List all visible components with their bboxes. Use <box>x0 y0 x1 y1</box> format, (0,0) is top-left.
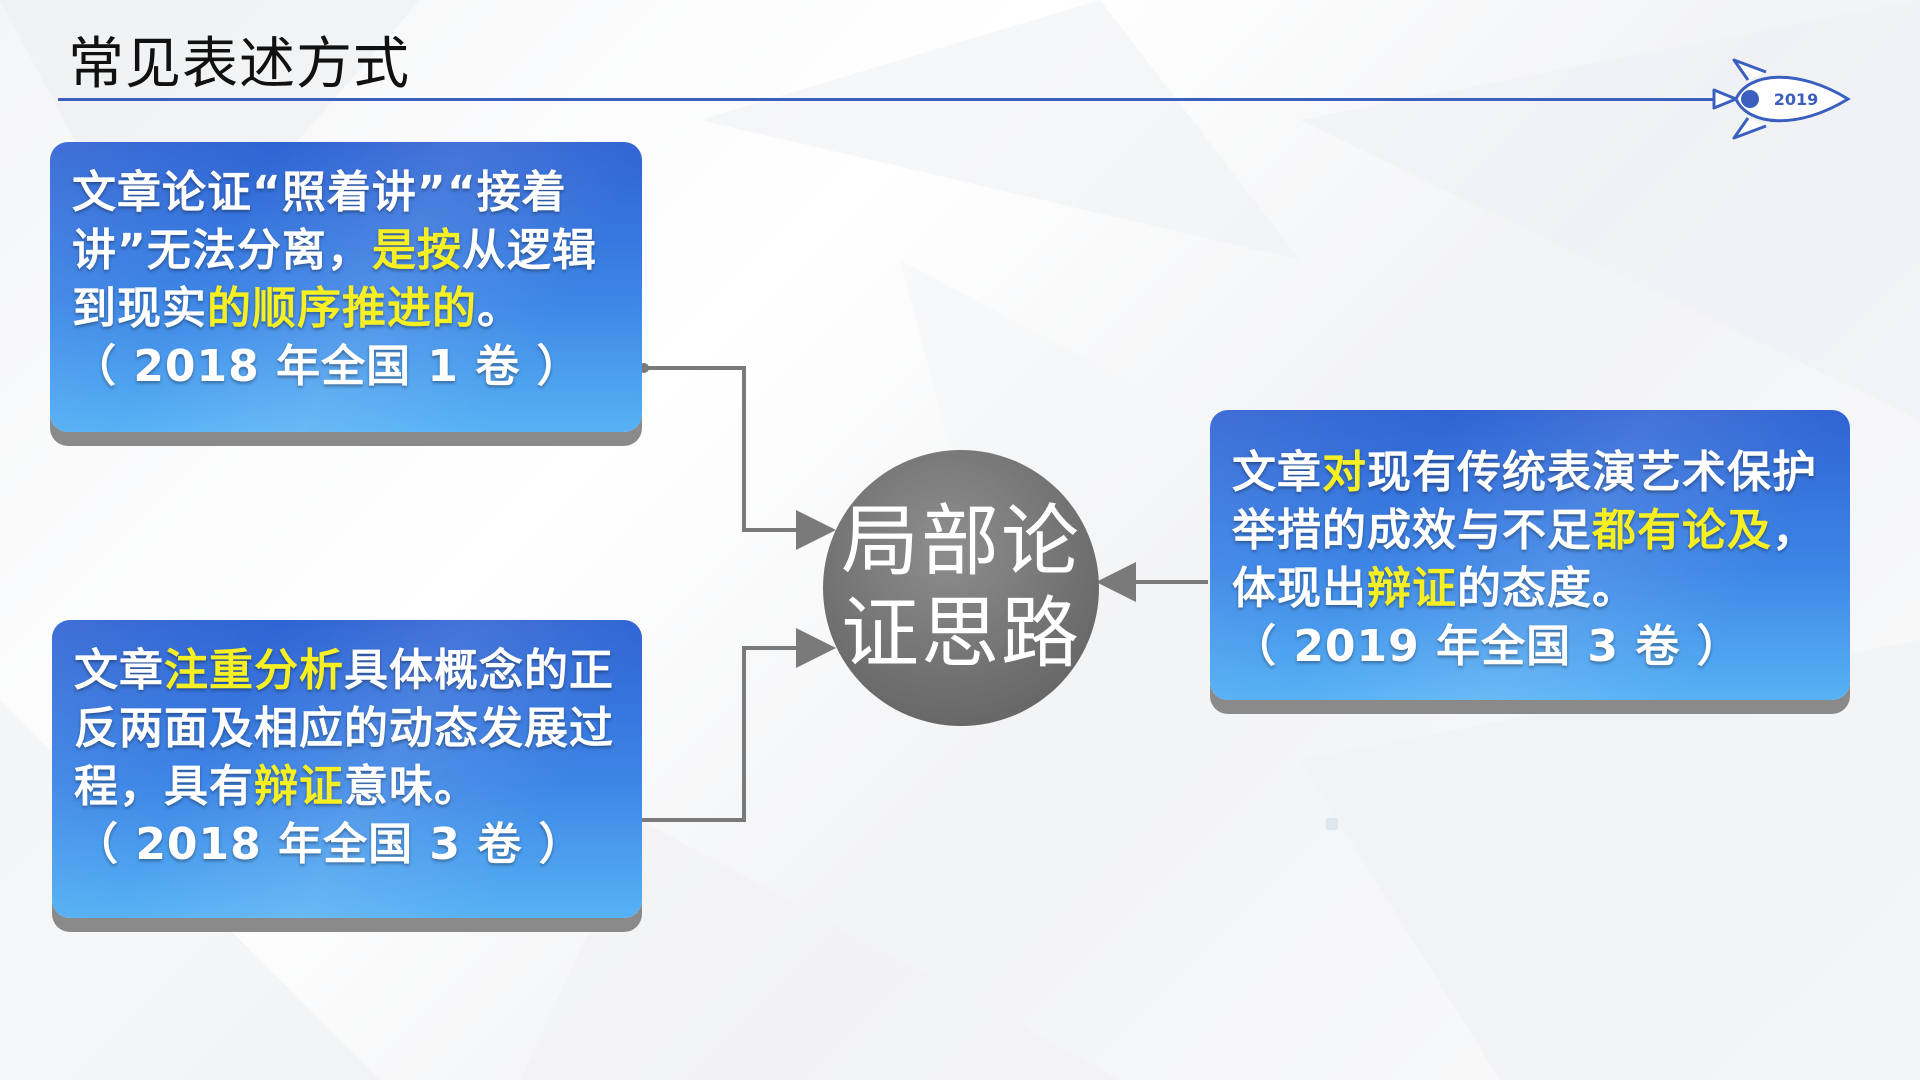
example-box-2019-volume-3: 文章对现有传统表演艺术保护举措的成效与不足都有论及，体现出辩证的态度。 （ 20… <box>1210 410 1850 700</box>
box1-seg-4: 。 <box>477 283 522 334</box>
box3-seg-3: 都有论及 <box>1592 505 1772 556</box>
box1-text: 文章论证“照着讲”“接着讲”无法分离，是按从逻辑到现实的顺序推进的。 <box>72 164 624 338</box>
page-title: 常见表述方式 <box>68 32 410 97</box>
center-label-line1: 局部论 <box>840 497 1081 587</box>
box2-seg-1: 注重分析 <box>164 645 344 696</box>
box1-seg-1: 是按 <box>371 225 462 276</box>
box2-seg-0: 文章 <box>74 645 164 696</box>
box3-seg-5: 辩证 <box>1367 563 1457 614</box>
box2-seg-2: 具体概念的正反两面及相应的动态发展过程，具有 <box>74 645 614 812</box>
center-label-line2: 证思路 <box>840 589 1081 679</box>
header-divider <box>58 98 1728 101</box>
box2-seg-3: 辩证 <box>254 761 344 812</box>
box1-seg-0: 文章论证“照着讲”“接着讲”无法分离， <box>72 167 567 276</box>
center-topic-label: 局部论 证思路 <box>836 496 1086 680</box>
box3-seg-0: 文章 <box>1232 447 1322 498</box>
box2-text: 文章注重分析具体概念的正反两面及相应的动态发展过程，具有辩证意味。 <box>74 642 624 816</box>
box3-text: 文章对现有传统表演艺术保护举措的成效与不足都有论及，体现出辩证的态度。 <box>1232 444 1832 618</box>
box2-seg-4: 意味。 <box>344 761 479 812</box>
box1-source: （ 2018 年全国 1 卷 ） <box>72 341 582 392</box>
box3-seg-4: ，体现出 <box>1232 505 1817 614</box>
box3-seg-2: 现有传统表演艺术保护举措的成效与不足 <box>1232 447 1817 556</box>
box3-seg-1: 对 <box>1322 447 1367 498</box>
example-box-2018-volume-1: 文章论证“照着讲”“接着讲”无法分离，是按从逻辑到现实的顺序推进的。 （ 201… <box>50 142 642 432</box>
center-topic-circle: 局部论 证思路 <box>823 450 1099 726</box>
box1-seg-3: 的顺序推进的 <box>207 283 477 334</box>
box1-seg-2: 从逻辑到现实 <box>72 225 597 334</box>
rocket-year-label: 2019 <box>1774 90 1819 109</box>
box2-source: （ 2018 年全国 3 卷 ） <box>74 819 584 870</box>
example-box-2018-volume-3: 文章注重分析具体概念的正反两面及相应的动态发展过程，具有辩证意味。 （ 2018… <box>52 620 642 918</box>
decorative-mark <box>1326 818 1338 830</box>
box3-seg-6: 的态度。 <box>1457 563 1637 614</box>
rocket-icon: 2019 <box>1712 58 1851 140</box>
box3-source: （ 2019 年全国 3 卷 ） <box>1232 621 1742 672</box>
